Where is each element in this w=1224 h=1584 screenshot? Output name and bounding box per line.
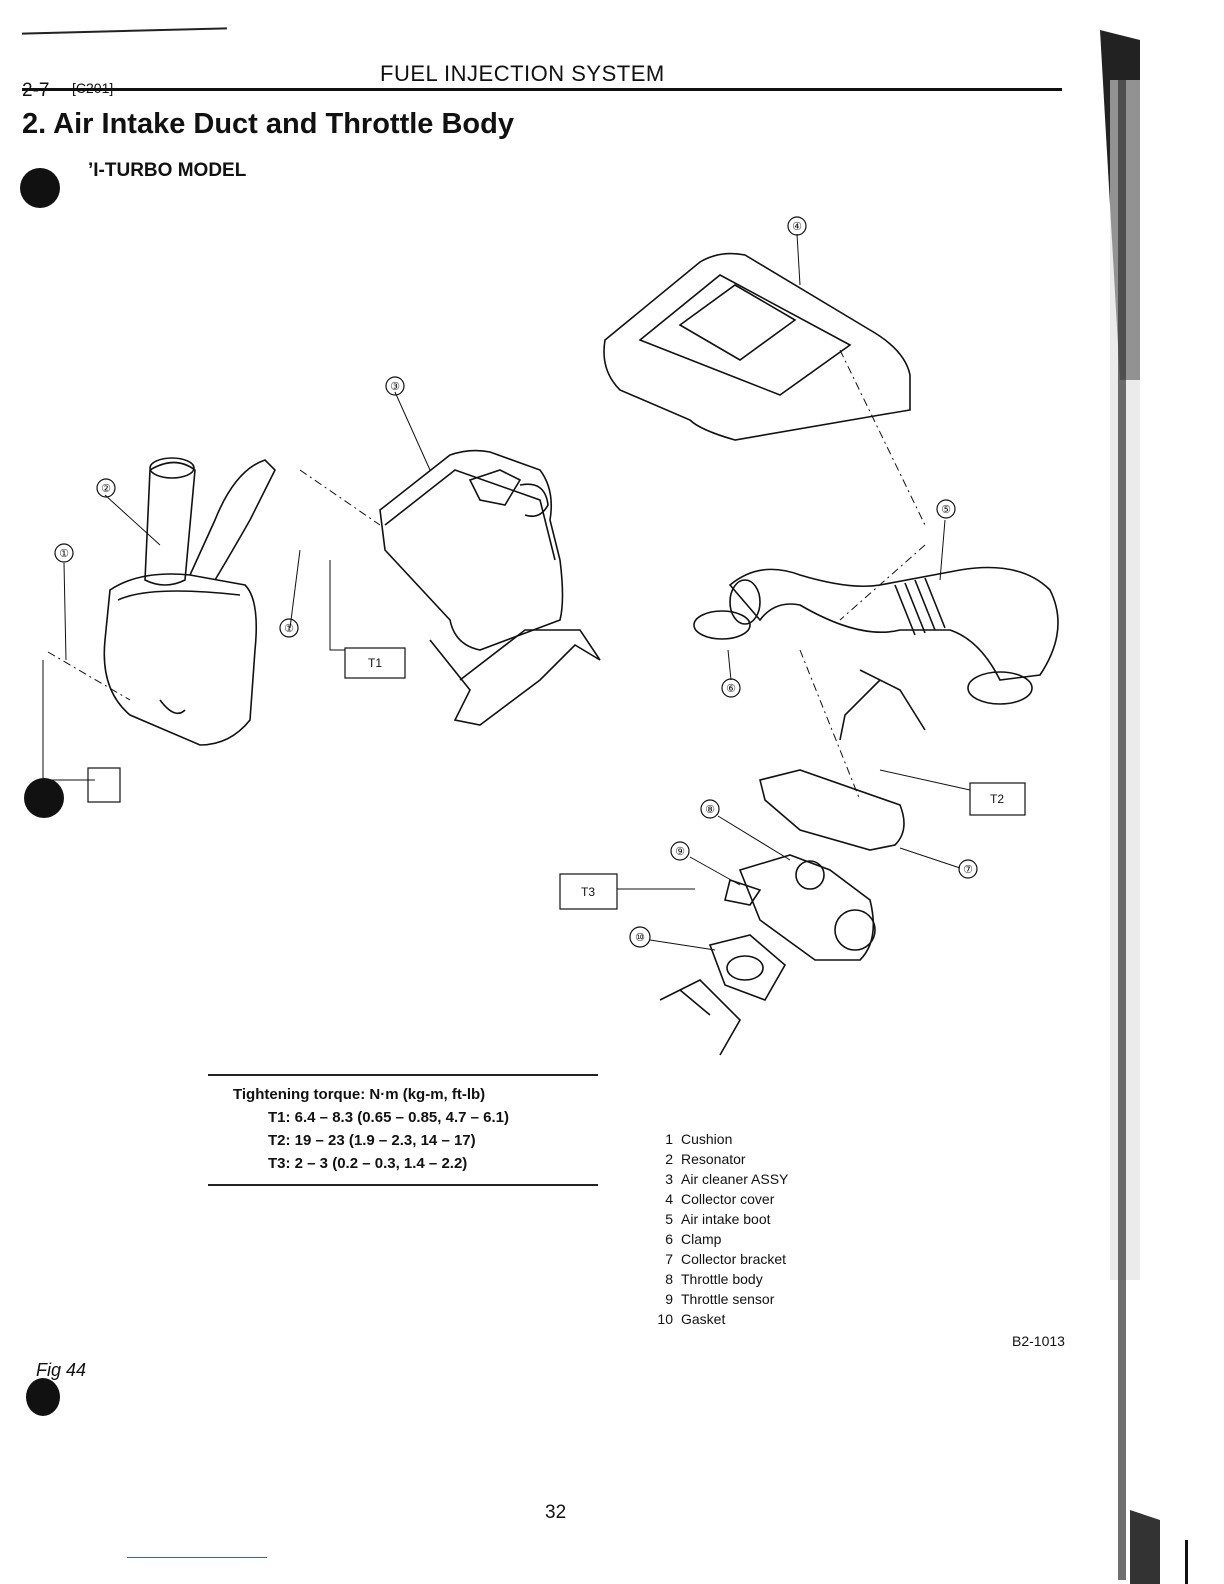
binder-hole-icon xyxy=(26,1378,60,1416)
callout-8 xyxy=(700,799,720,819)
callout-6 xyxy=(721,678,741,698)
legend-item-number: 10 xyxy=(657,1311,673,1327)
clamp-drawing xyxy=(967,671,1033,705)
legend-item: 4 Collector cover xyxy=(655,1191,788,1211)
torque-line-t1: T1: 6.4 – 8.3 (0.65 – 0.85, 4.7 – 6.1) xyxy=(268,1109,509,1126)
air-intake-boot-drawing xyxy=(728,566,1059,681)
gasket-drawing xyxy=(659,934,787,1056)
legend-item-number: 7 xyxy=(665,1251,673,1267)
legend-item-label: Collector bracket xyxy=(681,1251,787,1267)
torque-tag-t1-label: T1 xyxy=(368,656,382,670)
legend-item-number: 1 xyxy=(665,1131,673,1147)
legend-item-number: 4 xyxy=(665,1191,673,1207)
callout-4-label: ④ xyxy=(792,221,802,233)
legend-item: 5 Air intake boot xyxy=(655,1211,788,1231)
legend-item-label: Gasket xyxy=(681,1311,726,1327)
torque-heading: Tightening torque: N·m (kg-m, ft-lb) xyxy=(233,1086,486,1103)
legend-item-label: Air cleaner ASSY xyxy=(681,1171,789,1187)
torque-tag-t2 xyxy=(969,782,1026,816)
legend-item-label: Cushion xyxy=(681,1131,733,1147)
legend-item-number: 3 xyxy=(665,1171,673,1187)
clamp-drawing xyxy=(693,610,751,640)
legend-item: 10 Gasket xyxy=(655,1311,788,1331)
callout-10-label: ⑩ xyxy=(635,932,645,944)
torque-line-t3: T3: 2 – 3 (0.2 – 0.3, 1.4 – 2.2) xyxy=(268,1155,468,1172)
collector-cover-drawing xyxy=(603,252,911,441)
legend-item-label: Throttle body xyxy=(681,1271,763,1287)
callout-7-label: ⑦ xyxy=(963,864,973,876)
callout-7 xyxy=(958,859,978,879)
legend-item-number: 5 xyxy=(665,1211,673,1227)
figure-id: B2-1013 xyxy=(1012,1333,1065,1349)
callout-1 xyxy=(279,618,299,638)
hose-drawing xyxy=(839,669,926,741)
callout-9-label: ⑨ xyxy=(675,846,685,858)
callout-6-label: ⑥ xyxy=(726,683,736,695)
torque-line-t2: T2: 19 – 23 (1.9 – 2.3, 14 – 17) xyxy=(268,1132,476,1149)
legend-item: 3 Air cleaner ASSY xyxy=(655,1171,788,1191)
callout-2 xyxy=(96,478,116,498)
legend-item: 2 Resonator xyxy=(655,1151,788,1171)
legend-item-label: Clamp xyxy=(681,1231,722,1247)
header-rule xyxy=(22,88,1062,91)
page-number: 32 xyxy=(545,1502,567,1523)
callout-3-label: ③ xyxy=(390,381,400,393)
legend-item: 8 Throttle body xyxy=(655,1271,788,1291)
torque-tag-partial xyxy=(87,767,121,803)
torque-tag-t3 xyxy=(559,873,618,910)
binder-hole-icon xyxy=(20,168,60,208)
legend-item-label: Resonator xyxy=(681,1151,746,1167)
callout-8-label: ⑧ xyxy=(705,804,715,816)
figure-label: Fig 44 xyxy=(36,1360,87,1380)
callout-5 xyxy=(936,499,956,519)
legend-item-label: Throttle sensor xyxy=(681,1291,775,1307)
binder-hole-icon xyxy=(24,778,64,818)
legend-item-number: 8 xyxy=(665,1271,673,1287)
air-cleaner-drawing xyxy=(379,449,601,726)
model-title: ’I-TURBO MODEL xyxy=(88,160,247,181)
callout-3 xyxy=(385,376,405,396)
callout-10 xyxy=(629,926,651,948)
legend-item: 9 Throttle sensor xyxy=(655,1291,788,1311)
legend-item: 1 Cushion xyxy=(655,1131,788,1151)
callout-1 xyxy=(54,543,74,563)
header-title: FUEL INJECTION SYSTEM xyxy=(380,61,665,86)
torque-tag-t2-label: T2 xyxy=(990,792,1004,806)
torque-tag-t1 xyxy=(344,647,406,679)
callout-2-label: ② xyxy=(101,483,111,495)
callout-4 xyxy=(787,216,807,236)
callout-5-label: ⑤ xyxy=(941,504,951,516)
callout-1-label: ① xyxy=(284,623,294,635)
bottom-rule xyxy=(127,1557,267,1558)
legend-item-label: Collector cover xyxy=(681,1191,775,1207)
resonator-drawing xyxy=(103,457,276,746)
section-title: 2. Air Intake Duct and Throttle Body xyxy=(22,108,514,140)
legend-item-label: Air intake boot xyxy=(681,1211,771,1227)
throttle-body-drawing xyxy=(724,769,905,961)
legend-item-number: 9 xyxy=(665,1291,673,1307)
legend-item-number: 6 xyxy=(665,1231,673,1247)
scan-binding-edge xyxy=(1100,20,1224,1584)
callout-1-label: ① xyxy=(59,548,69,560)
legend-item: 7 Collector bracket xyxy=(655,1251,788,1271)
torque-table: Tightening torque: N·m (kg-m, ft-lb) T1:… xyxy=(208,1074,598,1186)
legend-item-number: 2 xyxy=(665,1151,673,1167)
torque-tag-t3-label: T3 xyxy=(581,885,595,899)
legend-item: 6 Clamp xyxy=(655,1231,788,1251)
callout-9 xyxy=(670,841,690,861)
